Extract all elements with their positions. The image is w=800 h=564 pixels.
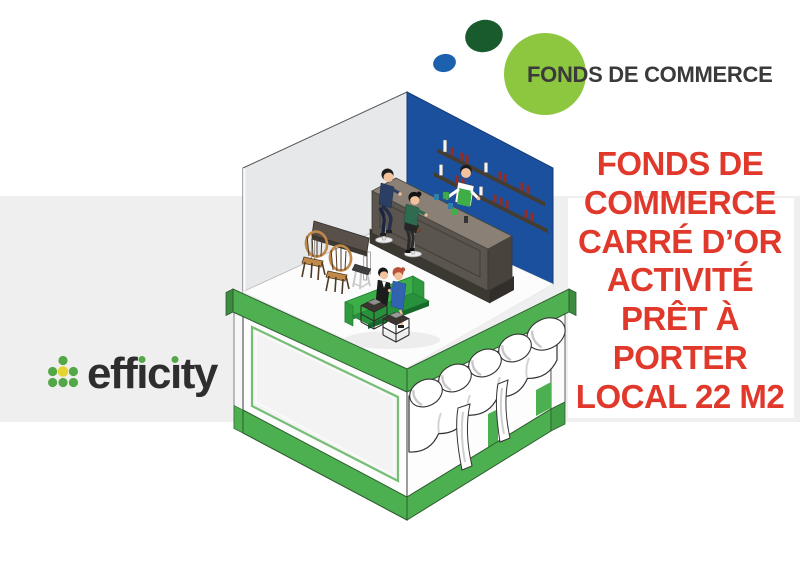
efficity-logo: effıcıty [48,349,219,398]
headline-panel [568,198,794,418]
logo-seg: ty [180,349,219,398]
logo-seg: c [147,349,171,398]
efficity-dot-triangle-icon [48,355,78,388]
logo-wordmark: effıcıty [87,349,219,398]
headline-line: COMMERCE [583,183,777,221]
logo-seg-dotted-i: ı [136,349,148,398]
logo-seg-dotted-i: ı [170,349,182,398]
badge-dot-dark-green-icon [461,15,507,57]
headline-line: FONDS DE [596,145,764,182]
badge-dot-blue-icon [431,51,458,75]
headline-line: ACTIVITÉ [606,261,754,299]
headline-line: PRÊT À [620,300,740,338]
badge-title: FONDS DE COMMERCE [527,62,773,87]
headline-line: LOCAL 22 M2 [575,377,785,415]
headline-line: CARRÉ D’OR [577,222,783,260]
listing-headline: FONDS DE COMMERCE CARRÉ D’OR ACTIVITÉ PR… [556,145,800,417]
logo-seg: eff [87,349,138,398]
headline-line: PORTER [612,338,748,376]
